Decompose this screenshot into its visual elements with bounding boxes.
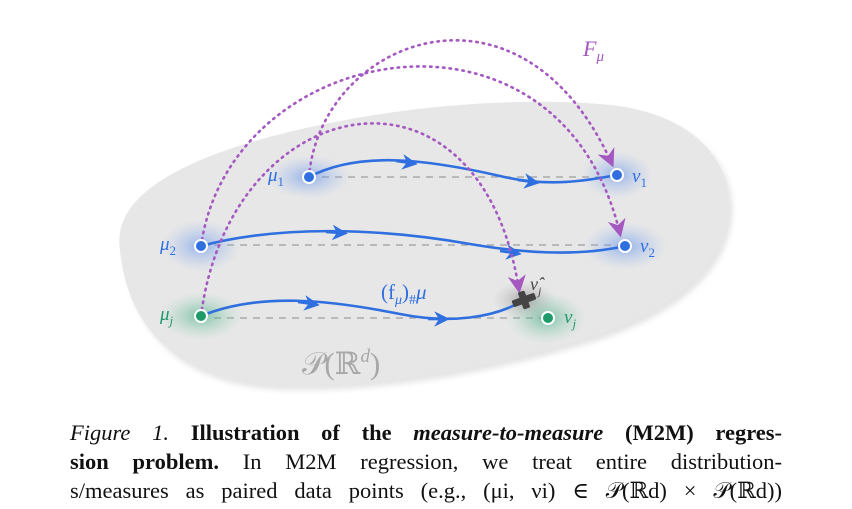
pushforward-label: (fμ)#μ — [381, 280, 427, 308]
trajectory-j-arrow-a — [297, 295, 320, 311]
caption-bold-b: (M2M) regres- — [625, 420, 783, 445]
operator-arc-j — [199, 122, 526, 318]
point-mu2 — [194, 239, 208, 253]
caption-text-2: s/measures as paired data points (e.g., — [70, 478, 467, 503]
caption-bold-italic: measure-to-measure — [413, 420, 604, 445]
caption-line-1: Figure 1. Illustration of the measure-to… — [70, 418, 782, 447]
trajectory-2 — [200, 229, 626, 254]
label-nuj: νj — [564, 307, 576, 331]
label-nu2: ν2 — [640, 236, 655, 260]
caption-line-3: s/measures as paired data points (e.g., … — [70, 476, 782, 505]
caption-bold-c: sion problem. — [70, 449, 219, 474]
point-muj — [194, 309, 208, 323]
caption-text-1: In M2M regression, we treat entire distr… — [242, 449, 782, 474]
point-nu1 — [610, 168, 624, 182]
caption-math: (μi, νi) ∈ 𝒫(ℝd) × 𝒫(ℝd)) — [483, 478, 783, 503]
trajectory-2-arrow-a — [325, 224, 348, 241]
caption-line-2: sion problem. In M2M regression, we trea… — [70, 447, 782, 476]
trajectory-2-arrow-b — [499, 244, 522, 260]
operator-arc-2 — [199, 65, 626, 248]
figure-number: Figure 1. — [70, 420, 169, 445]
caption-bold-a: Illustration of the — [190, 420, 392, 445]
label-nu1: ν1 — [632, 166, 647, 190]
operator-arc-1 — [307, 39, 615, 179]
trajectory-1 — [308, 158, 618, 184]
label-mu1: μ1 — [267, 165, 284, 189]
point-mu1 — [302, 170, 316, 184]
trajectory-1-arrow-a — [395, 154, 418, 170]
predicted-cross-icon — [511, 290, 537, 310]
figure-caption: Figure 1. Illustration of the measure-to… — [70, 418, 782, 505]
trajectory-1-arrow-b — [517, 173, 540, 189]
point-nu2 — [618, 239, 632, 253]
m2m-illustration: 𝒫(ℝd) Fμ (fμ)#μ μ1 ν1 μ2 ν2 — [119, 36, 733, 391]
point-nuj — [541, 311, 555, 325]
space-label: 𝒫(ℝd) — [302, 346, 380, 381]
label-muj: μj — [159, 304, 174, 328]
operator-label: Fμ — [582, 36, 604, 65]
trajectory-j — [200, 298, 525, 321]
label-mu2: μ2 — [159, 234, 176, 258]
